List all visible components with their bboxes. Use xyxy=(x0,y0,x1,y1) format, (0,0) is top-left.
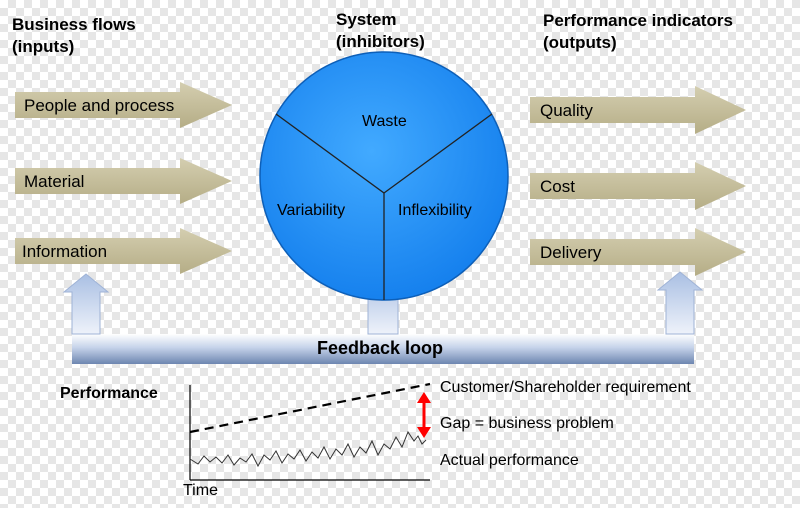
arrow-shape-delivery xyxy=(530,228,746,276)
actual-performance-line xyxy=(189,430,427,468)
arrow-shape-cost xyxy=(530,162,746,210)
output-label-cost: Cost xyxy=(540,177,575,196)
requirement-line xyxy=(189,382,431,434)
annotation-requirement: Customer/Shareholder requirement xyxy=(440,379,691,396)
inhibitor-label-inflexibility: Inflexibility xyxy=(398,202,472,219)
outputs-heading-line1: Performance indicators xyxy=(543,11,733,30)
feedback-up-arrow-right xyxy=(656,271,704,335)
input-arrows xyxy=(15,82,232,274)
input-label-material: Material xyxy=(24,172,85,191)
input-label-information: Information xyxy=(22,242,108,261)
output-arrows xyxy=(530,86,746,276)
feedback-up-arrow-left xyxy=(62,273,110,335)
input-label-people-process: People and process xyxy=(24,96,175,115)
output-label-quality: Quality xyxy=(540,101,593,120)
inputs-heading: Business flows (inputs) xyxy=(12,14,136,58)
outputs-heading: Performance indicators (outputs) xyxy=(543,10,733,54)
performance-axis-label: Performance xyxy=(60,385,158,402)
outputs-heading-line2: (outputs) xyxy=(543,33,617,52)
system-heading: System (inhibitors) xyxy=(336,9,425,53)
arrow-shape-material xyxy=(15,158,232,204)
divider-left xyxy=(275,113,385,194)
inhibitor-label-waste: Waste xyxy=(362,113,407,130)
inhibitor-label-variability: Variability xyxy=(277,202,346,219)
system-heading-line2: (inhibitors) xyxy=(336,32,425,51)
annotation-actual: Actual performance xyxy=(440,452,579,469)
output-label-delivery: Delivery xyxy=(540,243,602,262)
gap-arrow xyxy=(417,392,431,438)
performance-chart xyxy=(189,382,431,481)
arrow-shape-quality xyxy=(530,86,746,134)
time-axis-label: Time xyxy=(183,482,218,499)
divider-right xyxy=(383,113,493,194)
arrow-shape-people-process xyxy=(15,82,232,128)
inputs-heading-line1: Business flows xyxy=(12,15,136,34)
feedback-loop-label: Feedback loop xyxy=(317,338,444,358)
system-circle xyxy=(259,51,509,301)
arrow-shape-information xyxy=(15,228,232,274)
inputs-heading-line2: (inputs) xyxy=(12,37,75,56)
system-heading-line1: System xyxy=(336,10,397,29)
annotation-gap: Gap = business problem xyxy=(440,415,614,432)
